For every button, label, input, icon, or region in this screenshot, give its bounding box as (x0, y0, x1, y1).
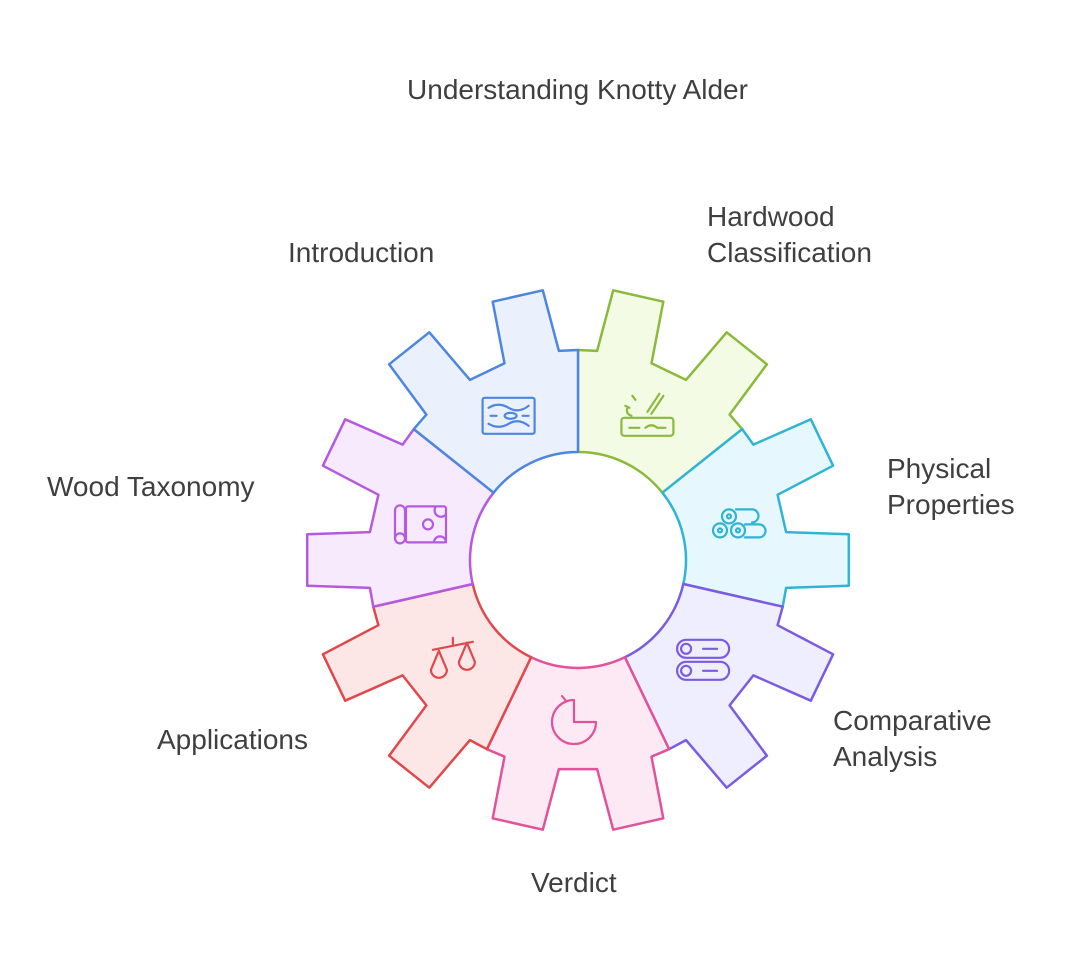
gear-segment-4 (321, 582, 533, 789)
diagram-title: Understanding Knotty Alder (407, 74, 748, 105)
label-wood-taxonomy: Wood Taxonomy (47, 471, 255, 502)
pie-chart-icon (550, 694, 598, 746)
gear-segment-1 (661, 418, 851, 608)
gear-segment-0 (576, 289, 769, 494)
label-hardwood-classification: Hardwood Classification (707, 201, 872, 268)
wood-grain-icon (481, 396, 536, 435)
label-comparative-analysis: Comparative Analysis (833, 705, 992, 772)
woodworking-icon (620, 392, 675, 437)
stacked-logs-icon (675, 638, 731, 681)
map-scroll-icon (393, 504, 448, 545)
logs-icon (711, 508, 767, 539)
gear-segment-2 (623, 582, 835, 789)
scales-icon (429, 636, 476, 679)
label-applications: Applications (157, 724, 308, 755)
label-physical-properties: Physical Properties (887, 453, 1015, 520)
label-verdict: Verdict (531, 867, 617, 898)
gear-segment-5 (305, 418, 495, 608)
gear-segment-6 (387, 289, 580, 494)
label-introduction: Introduction (288, 237, 435, 268)
